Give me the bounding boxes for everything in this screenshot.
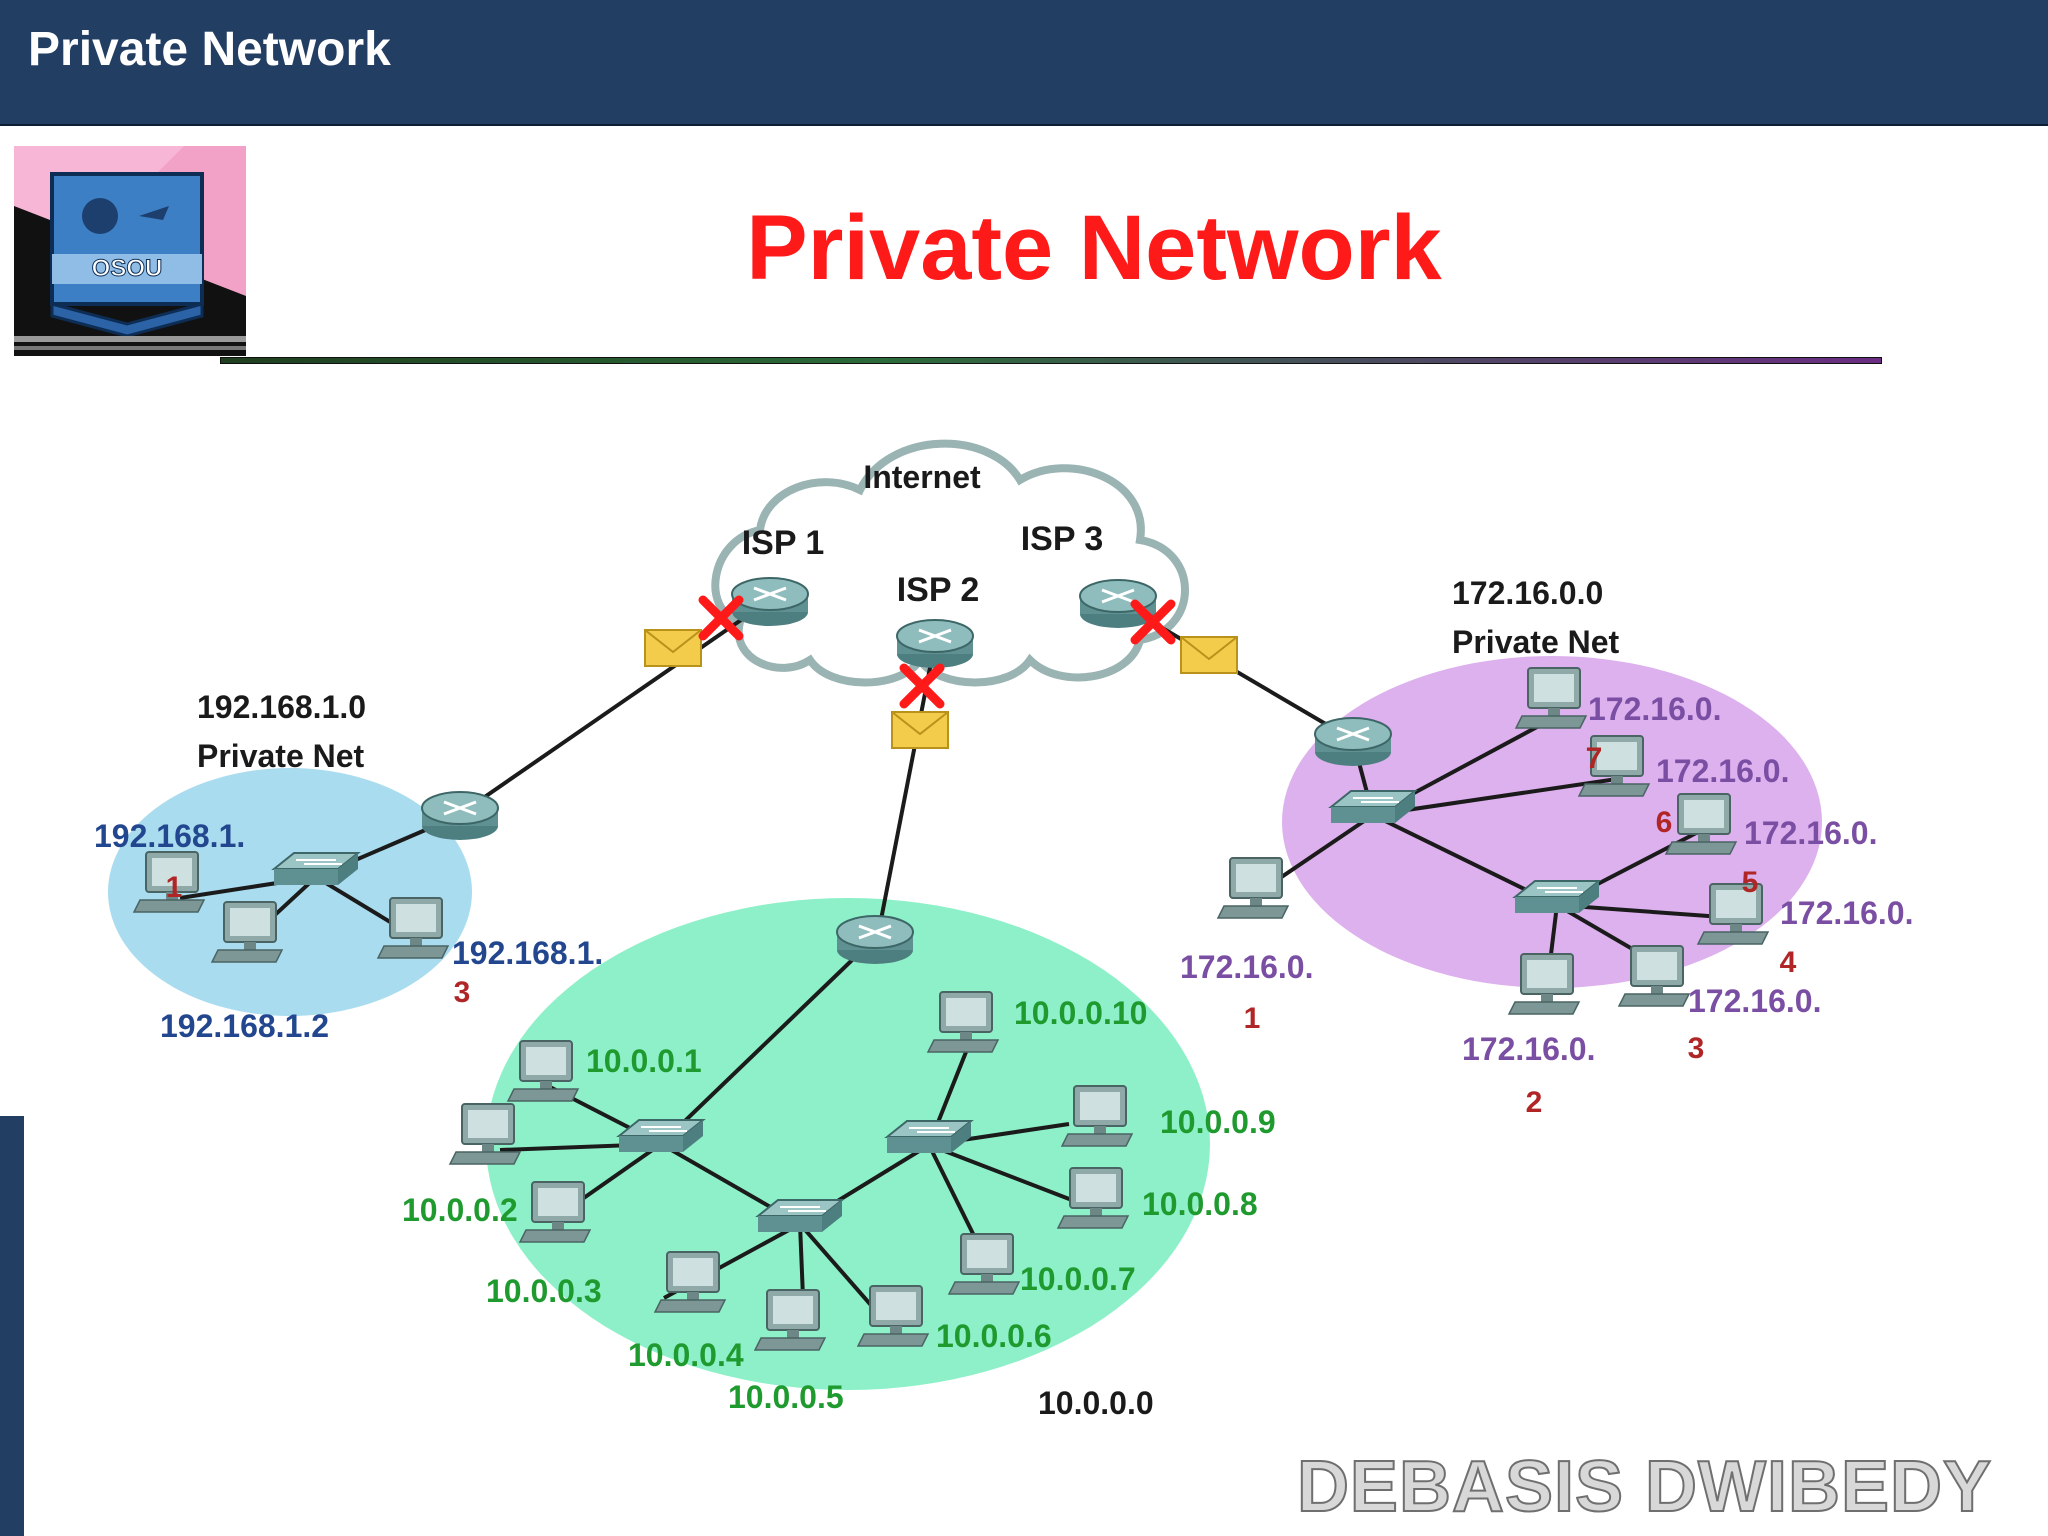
host-192-168-1-1-num: 1 [166, 871, 183, 904]
green-net-router-icon [835, 914, 915, 966]
host-172-16-0-1-num: 1 [1244, 1002, 1261, 1035]
host-172-16-0-4-num: 4 [1780, 946, 1797, 979]
isp2-label: ISP 2 [897, 571, 980, 609]
host-192-168-1-1-label: 192.168.1. [94, 818, 245, 854]
host-172-16-0-7-num: 7 [1586, 742, 1603, 775]
blue-net-router-icon [420, 790, 500, 842]
host-10-0-0-7-label: 10.0.0.7 [1020, 1261, 1136, 1297]
host-172-16-0-3-num: 3 [1688, 1032, 1705, 1065]
host-10-0-0-6-label: 10.0.0.6 [936, 1318, 1052, 1354]
host-172-16-0-5-label: 172.16.0. [1744, 815, 1877, 851]
host-10-0-0-4-label: 10.0.0.4 [628, 1337, 744, 1373]
pc-10-0-0-2-icon [449, 1103, 521, 1165]
host-192-168-1-3-label: 192.168.1. [452, 935, 603, 971]
host-172-16-0-5-num: 5 [1742, 866, 1759, 899]
isp3-router-icon [1078, 578, 1158, 630]
isp2-router-icon [895, 618, 975, 670]
title-divider [220, 357, 1882, 364]
internet-cloud [711, 439, 1189, 687]
isp3-label: ISP 3 [1021, 520, 1104, 558]
host-172-16-0-7-label: 172.16.0. [1588, 691, 1721, 727]
logo-text: OSOU [92, 255, 163, 282]
isp1-label: ISP 1 [742, 524, 825, 562]
blue-net-title-line1: 192.168.1.0 [197, 689, 366, 725]
host-172-16-0-2-num: 2 [1526, 1086, 1543, 1119]
host-192-168-1-3-num: 3 [454, 976, 471, 1009]
network-172-16-0-0-region [1282, 656, 1822, 988]
host-172-16-0-6-label: 172.16.0. [1656, 753, 1789, 789]
host-172-16-0-1-label: 172.16.0. [1180, 949, 1313, 985]
university-logo: OSOU [14, 146, 246, 356]
purple-net-title-line2: Private Net [1452, 624, 1620, 660]
host-10-0-0-8-label: 10.0.0.8 [1142, 1186, 1258, 1222]
pc-172-16-0-1-icon [1217, 857, 1289, 919]
host-172-16-0-6-num: 6 [1656, 806, 1673, 839]
host-172-16-0-4-label: 172.16.0. [1780, 895, 1913, 931]
host-10-0-0-2-label: 10.0.0.2 [402, 1192, 518, 1228]
packet-envelope-icon [644, 629, 702, 667]
internet-label: Internet [863, 459, 981, 495]
left-accent-bar [0, 1116, 24, 1536]
header-bar: Private Network [0, 0, 2048, 126]
host-192-168-1-2-label: 192.168.1.2 [160, 1008, 329, 1044]
packet-envelope-icon [1180, 636, 1238, 674]
packet-envelope-icon [891, 711, 949, 749]
private-network-diagram: Internet ISP 1 ISP 2 ISP 3 192.168.1.0 P… [94, 439, 1913, 1421]
slide-title: Private Network [746, 197, 1442, 299]
host-172-16-0-2-label: 172.16.0. [1462, 1031, 1595, 1067]
purple-net-title-line1: 172.16.0.0 [1452, 575, 1603, 611]
host-10-0-0-3-label: 10.0.0.3 [486, 1273, 602, 1309]
author-watermark: DEBASIS DWIBEDY [1296, 1446, 1992, 1528]
host-172-16-0-3-label: 172.16.0. [1688, 983, 1821, 1019]
green-net-title: 10.0.0.0 [1038, 1385, 1154, 1421]
purple-net-router-icon [1313, 716, 1393, 768]
header-title: Private Network [28, 23, 391, 76]
host-10-0-0-9-label: 10.0.0.9 [1160, 1104, 1276, 1140]
host-10-0-0-5-label: 10.0.0.5 [728, 1379, 844, 1415]
host-10-0-0-1-label: 10.0.0.1 [586, 1043, 702, 1079]
host-10-0-0-10-label: 10.0.0.10 [1014, 995, 1147, 1031]
blue-net-title-line2: Private Net [197, 738, 365, 774]
isp1-router-icon [730, 576, 810, 628]
